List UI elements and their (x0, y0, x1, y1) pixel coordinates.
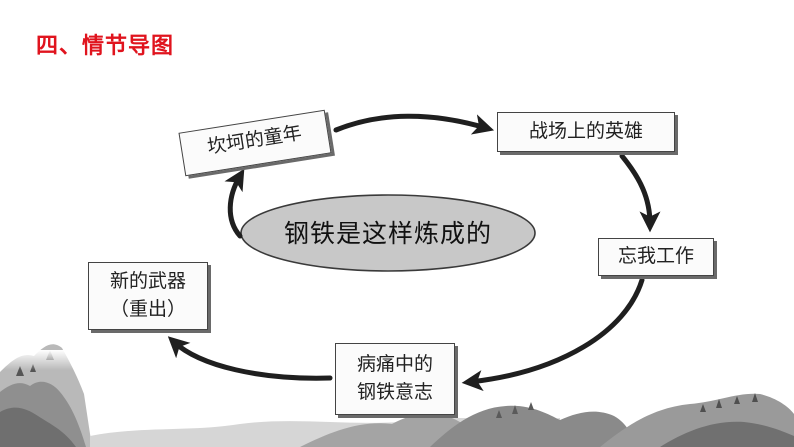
plot-node-text-line-2: （重出） (95, 295, 201, 323)
arrow-center-to-childhood (230, 176, 240, 236)
plot-node-text: 战场上的英雄 (504, 117, 668, 145)
plot-node-iron-will: 病痛中的 钢铁意志 (335, 343, 455, 415)
plot-node-text-line-2: 钢铁意志 (342, 378, 448, 406)
arrow-will-to-weapon (174, 342, 330, 378)
plot-node-text-line-1: 病痛中的 (342, 350, 448, 378)
plot-node-new-weapon: 新的武器 （重出） (88, 262, 208, 330)
arrow-work-to-will (470, 280, 642, 382)
plot-node-text-line-1: 新的武器 (95, 267, 201, 295)
arrow-hero-to-work (622, 156, 650, 224)
center-label: 钢铁是这样炼成的 (243, 212, 533, 256)
arrow-childhood-to-hero (336, 116, 486, 130)
plot-node-battlefield-hero: 战场上的英雄 (497, 112, 675, 152)
plot-node-text: 忘我工作 (605, 242, 707, 270)
plot-node-selfless-work: 忘我工作 (598, 238, 714, 276)
